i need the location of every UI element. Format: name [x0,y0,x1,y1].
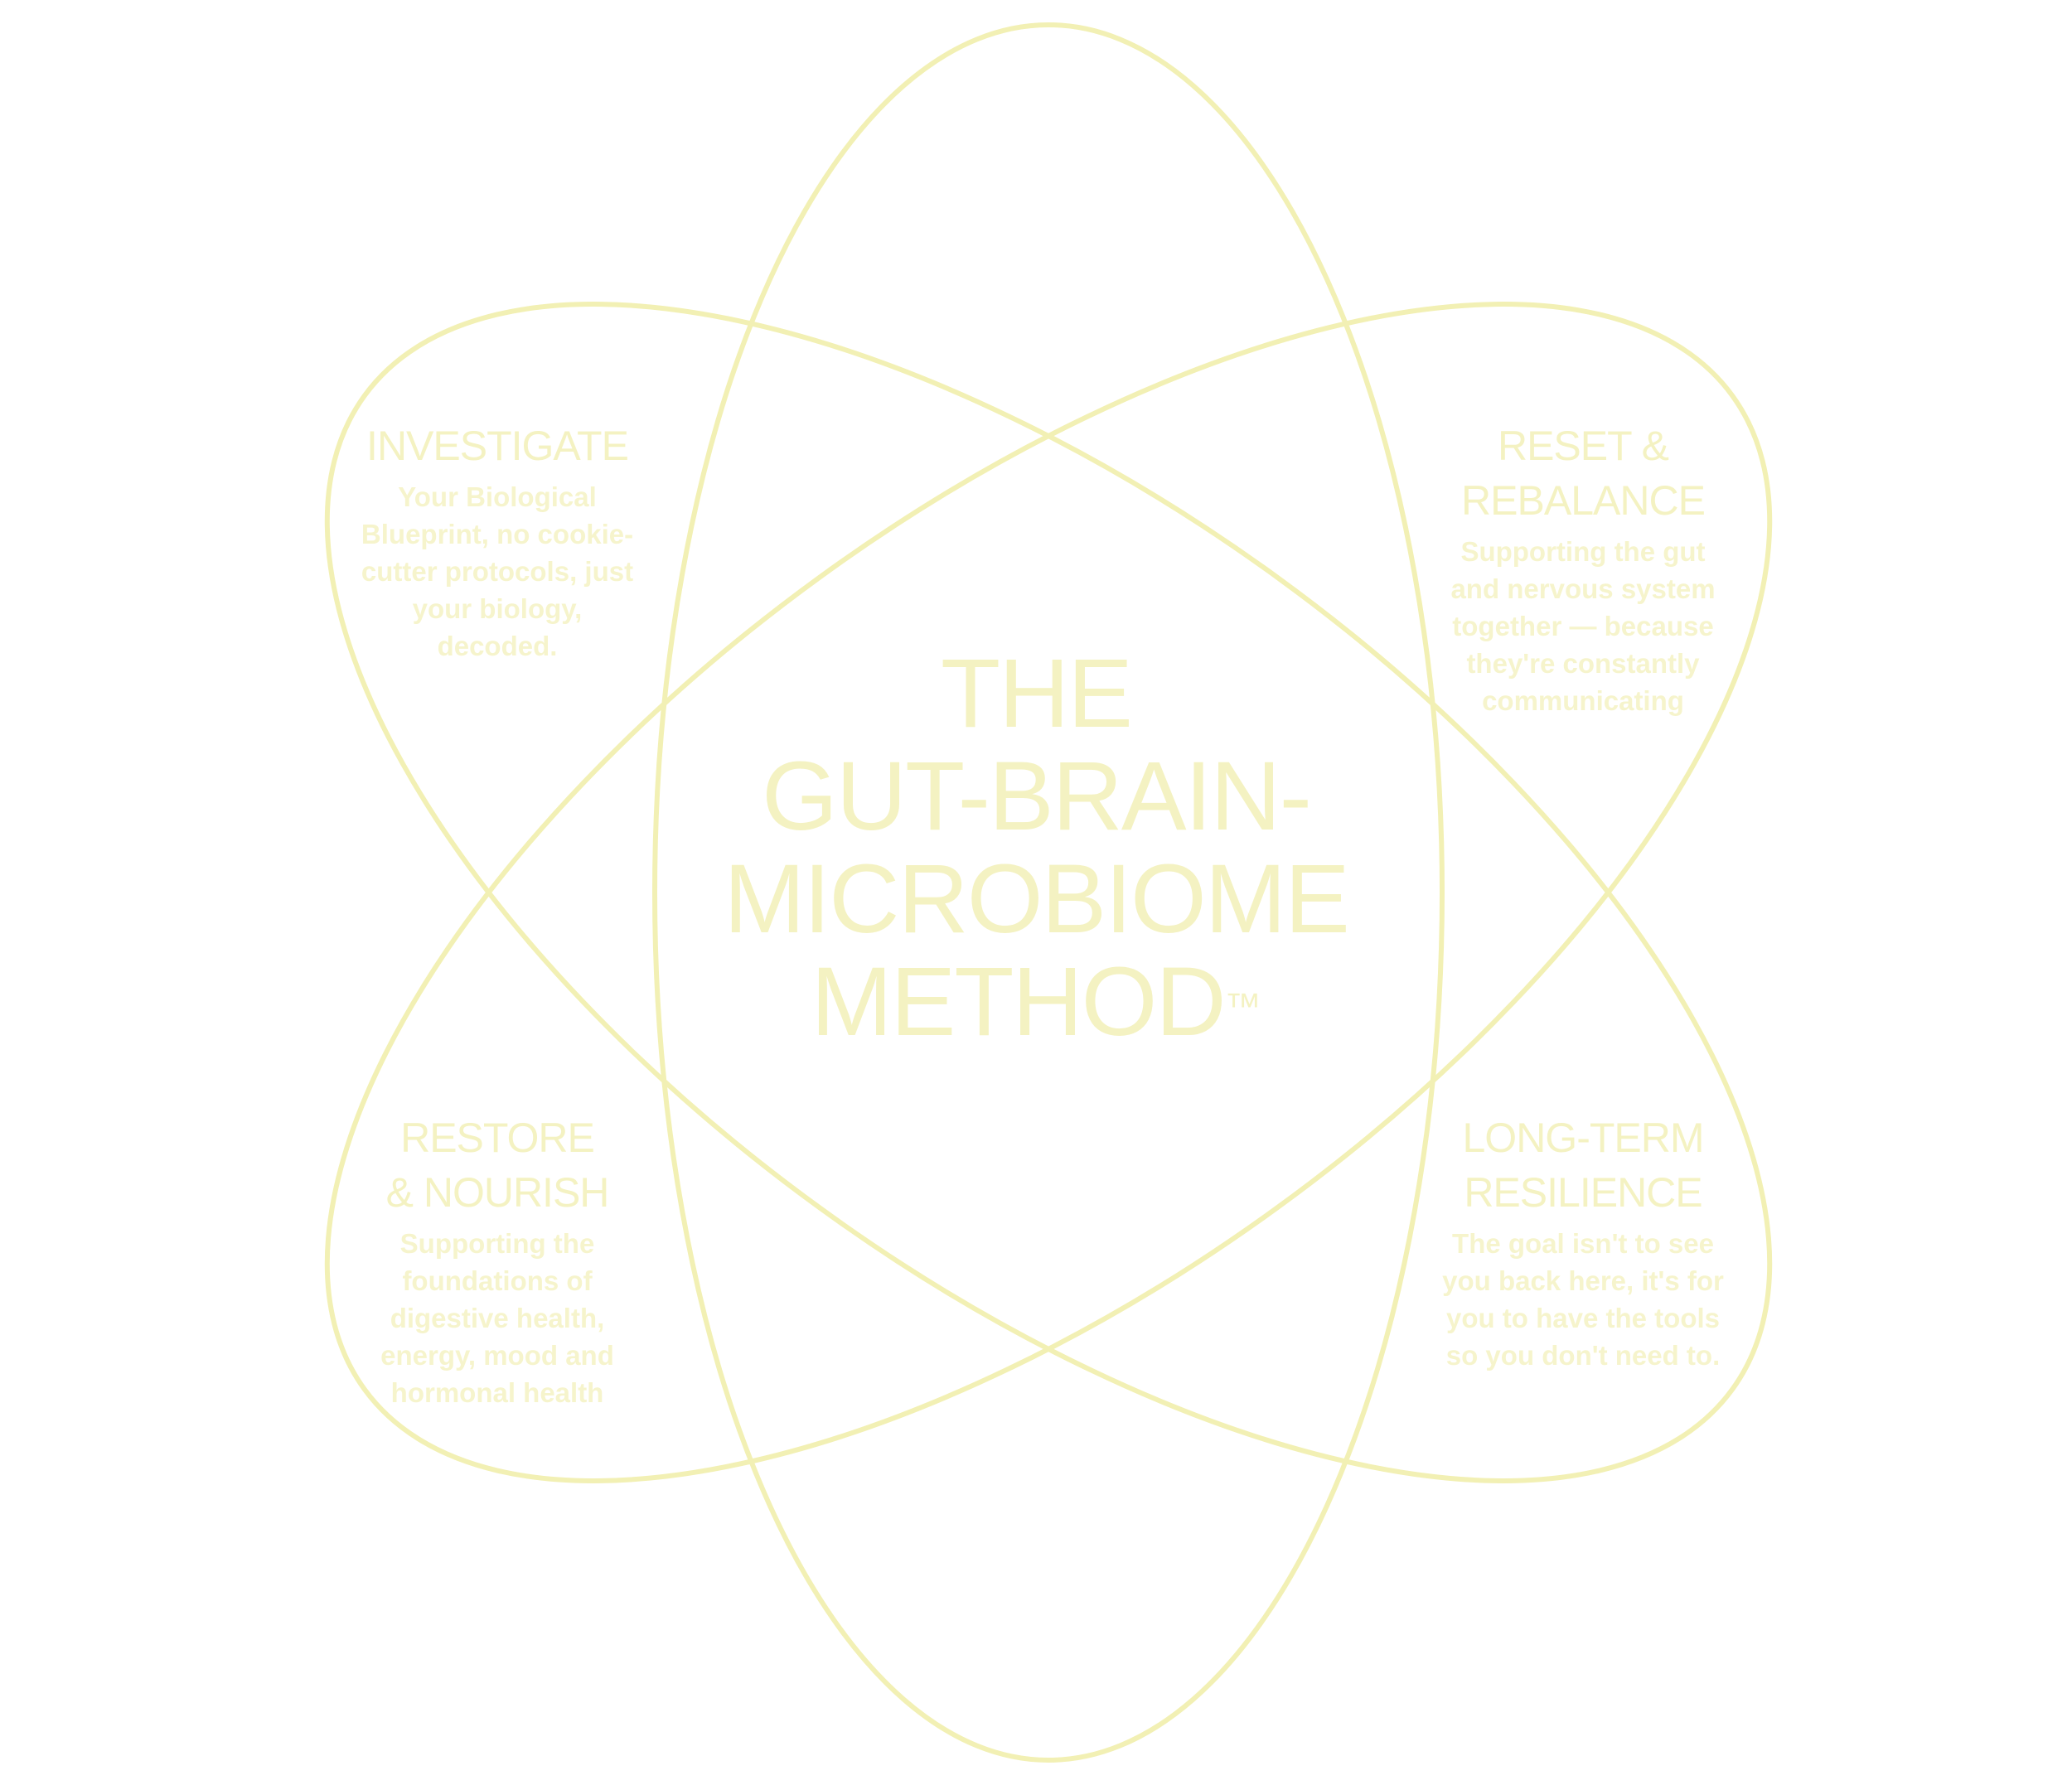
orbit-vertical [652,22,1445,1763]
orbit-diagonal-descending [324,302,1773,1483]
trademark-symbol: ™ [1224,986,1261,1027]
stage-restore-nourish-heading: RESTORE & NOURISH [356,1110,638,1220]
stage-investigate-description: Your Biological Blueprint, no cookie-cut… [361,481,634,661]
stage-investigate-heading: INVESTIGATE [356,418,638,473]
title-line-1: THE [941,639,1133,748]
title-line-3: MICROBIOME [724,844,1350,954]
stage-restore-nourish-heading-line-2: & NOURISH [385,1169,610,1216]
title-line-2: GUT-BRAIN- [762,742,1312,851]
stage-reset-rebalance-heading-line-2: REBALANCE [1461,477,1706,524]
stage-long-term-resilience: LONG-TERM RESILIENCE The goal isn't to s… [1442,1110,1724,1374]
title-line-4-text: METHOD [811,947,1226,1057]
stage-restore-nourish: RESTORE & NOURISH Supporting the foundat… [356,1110,638,1411]
stage-reset-rebalance: RESET & REBALANCE Supporting the gut and… [1442,418,1724,719]
method-title: THE GUT-BRAIN- MICROBIOME METHOD™ [704,642,1368,1053]
stage-investigate-heading-line-1: INVESTIGATE [366,423,629,469]
stage-reset-rebalance-description: Supporting the gut and nervous system to… [1450,536,1716,716]
title-line-4: METHOD™ [704,951,1368,1053]
stage-restore-nourish-heading-line-1: RESTORE [400,1115,595,1161]
stage-long-term-resilience-heading-line-2: RESILIENCE [1464,1169,1702,1216]
stage-reset-rebalance-heading: RESET & REBALANCE [1442,418,1724,528]
stage-long-term-resilience-heading: LONG-TERM RESILIENCE [1442,1110,1724,1220]
stage-long-term-resilience-heading-line-1: LONG-TERM [1462,1115,1705,1161]
stage-reset-rebalance-heading-line-1: RESET & [1497,423,1669,469]
stage-restore-nourish-description: Supporting the foundations of digestive … [380,1228,614,1408]
stage-long-term-resilience-description: The goal isn't to see you back here, it'… [1442,1228,1724,1371]
orbit-diagonal-ascending [324,302,1773,1483]
stage-investigate: INVESTIGATE Your Biological Blueprint, n… [356,418,638,665]
